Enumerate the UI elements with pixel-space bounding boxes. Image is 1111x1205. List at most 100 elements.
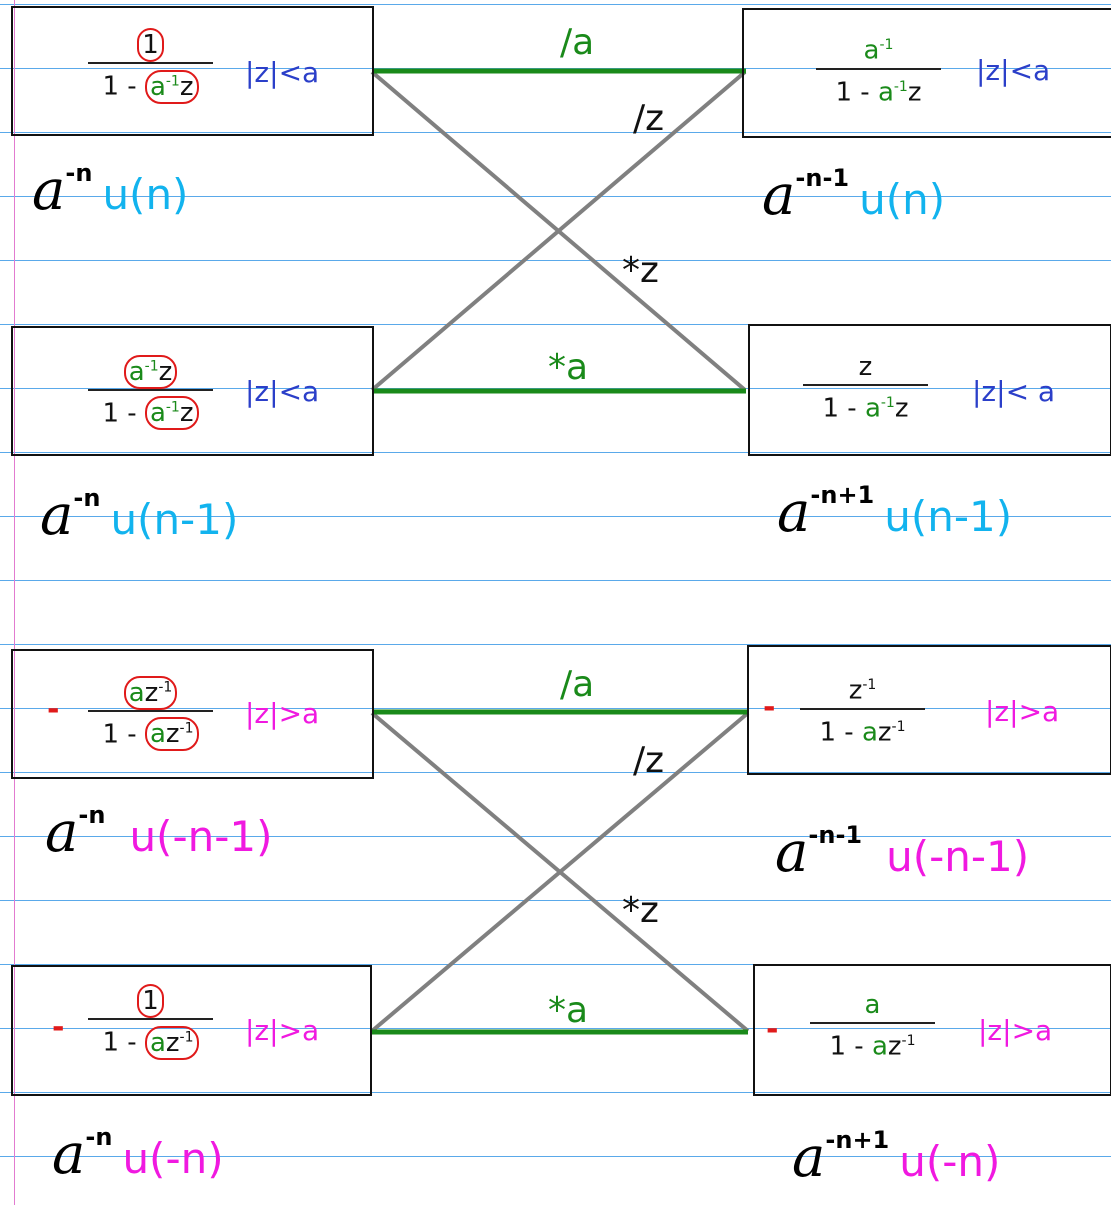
denominator: 1 - a-1z [816,72,941,108]
a-symbol: a [863,35,880,66]
unit-step: u(-n) [122,1134,224,1183]
roc-label: |z|<a [245,375,320,408]
op-divide-a: /a [560,22,595,63]
a-symbol: a [149,1027,166,1058]
notebook-rule [0,1028,1111,1029]
fraction-bar [803,384,928,386]
exponent: -1 [893,78,908,95]
unit-step: u(-n-1) [886,832,1030,881]
notebook-rule [0,196,1111,197]
numerator: z [858,352,873,382]
fraction: 1 1 - az-1 [88,984,213,1060]
fraction: a-1z 1 - a-1z [88,351,213,431]
a-symbol: a [877,77,894,108]
fraction-bar [88,709,213,712]
a-symbol: a [864,393,881,424]
notebook-rule [0,260,1111,261]
minus-sign: - [763,690,776,725]
minus-sign: - [766,1012,779,1047]
op-multiply-z: *z [622,890,659,931]
notebook-rule [0,708,1111,709]
denominator-text: 1 - [819,717,862,748]
numerator-text: 1 [142,30,159,60]
notebook-rule [0,1092,1111,1093]
denominator-text: 1 - [102,1027,145,1058]
numerator: 1 [88,984,213,1018]
exponent: -1 [165,399,180,416]
denominator: 1 - a-1z [803,388,928,424]
exponent: -1 [862,677,877,693]
roc-label: |z|>a [985,695,1060,728]
notebook-rule [0,1156,1111,1157]
notebook-rule [0,580,1111,581]
exponent: -1 [165,73,180,89]
unit-step: u(-n) [899,1137,1001,1186]
a-symbol: a [128,356,145,387]
numerator: a-1z [88,351,213,389]
transform-box [11,649,374,779]
z-symbol: z [907,77,922,108]
a-symbol: a [128,677,145,708]
numerator-text: 1 [142,986,159,1016]
sequence-exponent: -n [78,801,106,829]
unit-step: u(n) [102,170,189,219]
sequence-base: a [45,800,79,865]
sequence-exponent: -n [73,484,101,512]
fraction: z-1 1 - az-1 [800,670,925,747]
denominator: 1 - az-1 [800,712,925,748]
fraction-bar [88,1018,213,1020]
roc-label: |z|>a [245,1014,320,1047]
z-symbol: z [165,719,180,750]
roc-label: |z|>a [978,1014,1053,1047]
exponent: -1 [880,395,895,411]
op-multiply-a: *a [548,990,589,1031]
numerator: a [864,990,881,1020]
denominator-text: 1 - [102,719,145,750]
fraction-bar [88,388,213,391]
notebook-rule [0,964,1111,965]
link-gray [370,711,750,1033]
transform-box [11,6,374,136]
notebook-rule [0,836,1111,837]
fraction-bar [88,62,213,64]
denominator-text: 1 - [822,393,865,424]
op-multiply-a: *a [548,347,589,388]
z-symbol: z [179,398,194,429]
a-symbol: a [871,1031,888,1062]
fraction-bar [800,707,925,710]
a-symbol: a [149,71,166,102]
exponent: -1 [158,679,173,695]
denominator-text: 1 - [102,398,145,429]
exponent: -1 [179,720,194,737]
a-symbol: a [149,719,166,750]
link-gray [370,70,747,392]
highlight-circle: 1 [137,28,164,62]
sequence-exponent: -n [85,1123,113,1151]
transform-box [742,8,1111,138]
notebook-rule [0,452,1111,453]
exponent: -1 [901,1033,916,1049]
unit-step: u(n-1) [110,495,239,544]
numerator: 1 [88,28,213,62]
z-symbol: z [158,356,173,387]
op-divide-z: /z [633,98,665,139]
op-divide-a: /a [560,664,595,705]
sequence-exponent: -n+1 [825,1126,890,1154]
roc-label: |z|<a [976,54,1051,87]
denominator-text: 1 - [829,1031,872,1062]
sequence-base: a [775,820,809,885]
z-symbol: z [894,393,909,424]
numerator-text: z [848,675,863,706]
denominator: 1 - az-1 [810,1026,935,1062]
exponent: -1 [179,1029,194,1045]
roc-label: |z|>a [245,697,320,730]
fraction: 1 1 - a-1z [88,28,213,104]
z-symbol: z [165,1027,180,1058]
sequence-exponent: -n-1 [795,164,850,192]
transform-box [11,965,372,1096]
minus-sign: - [47,692,60,727]
